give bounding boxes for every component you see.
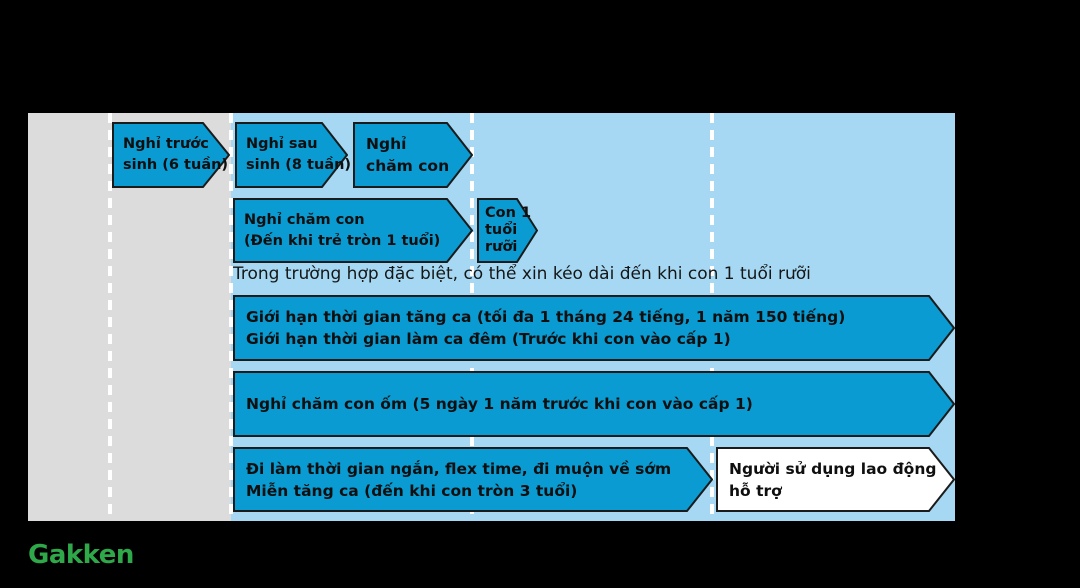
extension-note: Trong trường hợp đặc biệt, có thể xin ké… bbox=[233, 264, 811, 284]
arrow-shape bbox=[233, 447, 713, 512]
arrow-label-line: Nghỉ sau bbox=[246, 136, 318, 153]
arrow-label-line: sinh (8 tuần) bbox=[246, 157, 352, 173]
arrow-label-line: Con 1 bbox=[485, 204, 532, 221]
arrow-label-line: Người sử dụng lao động bbox=[729, 459, 937, 478]
arrow-label-line: rưỡi bbox=[485, 239, 518, 256]
arrow-shape bbox=[235, 122, 348, 188]
arrow-label-line: hỗ trợ bbox=[729, 481, 782, 500]
arrow-shape bbox=[477, 198, 538, 263]
arrow-shape bbox=[233, 198, 473, 263]
arrow-label-line: Miễn tăng ca (đến khi con tròn 3 tuổi) bbox=[246, 481, 578, 500]
arrow-label-line: Giới hạn thời gian làm ca đêm (Trước khi… bbox=[246, 330, 731, 348]
arrow-label-line: Nghỉ chăm con bbox=[244, 211, 365, 228]
arrow-shape bbox=[353, 122, 473, 188]
arrow-shape bbox=[112, 122, 230, 188]
arrow-label-line: Nghỉ trước bbox=[123, 136, 209, 153]
arrow-label-line: tuổi bbox=[485, 221, 518, 238]
arrow-shape bbox=[233, 295, 955, 361]
arrow-post-birth-leave: Nghỉ sau sinh (8 tuần) bbox=[235, 122, 352, 188]
arrow-label-line: chăm con bbox=[366, 157, 450, 175]
arrow-label-line: Nghỉ bbox=[366, 135, 407, 153]
arrow-shape bbox=[233, 371, 955, 437]
arrow-label-line: Đi làm thời gian ngắn, flex time, đi muộ… bbox=[246, 459, 672, 478]
arrow-label-line: Giới hạn thời gian tăng ca (tối đa 1 thá… bbox=[246, 308, 846, 326]
gakken-logo: Gakken bbox=[28, 540, 134, 570]
arrow-overtime-limit: Giới hạn thời gian tăng ca (tối đa 1 thá… bbox=[233, 295, 955, 361]
arrow-childcare-leave-until-1: Nghỉ chăm con (Đến khi trẻ tròn 1 tuổi) bbox=[233, 198, 473, 263]
arrow-childcare-leave: Nghỉ chăm con bbox=[353, 122, 473, 188]
arrow-employer-support: Người sử dụng lao động hỗ trợ bbox=[716, 447, 955, 512]
milestone-line-birth-minus-6w bbox=[108, 113, 112, 521]
arrow-pre-birth-leave: Nghỉ trước sinh (6 tuần) bbox=[112, 122, 230, 188]
arrow-shape bbox=[716, 447, 955, 512]
arrow-short-work-hours: Đi làm thời gian ngắn, flex time, đi muộ… bbox=[233, 447, 713, 512]
timeline-diagram: Nghỉ trước sinh (6 tuần) Nghỉ sau sinh (… bbox=[28, 113, 955, 521]
arrow-label-line: sinh (6 tuần) bbox=[123, 157, 229, 173]
arrow-sick-child-leave: Nghỉ chăm con ốm (5 ngày 1 năm trước khi… bbox=[233, 371, 955, 437]
arrow-label-line: Nghỉ chăm con ốm (5 ngày 1 năm trước khi… bbox=[246, 395, 753, 413]
arrow-child-18-months: Con 1 tuổi rưỡi bbox=[477, 198, 538, 263]
milestone-line-birth bbox=[229, 113, 233, 521]
arrow-label-line: (Đến khi trẻ tròn 1 tuổi) bbox=[244, 232, 441, 249]
